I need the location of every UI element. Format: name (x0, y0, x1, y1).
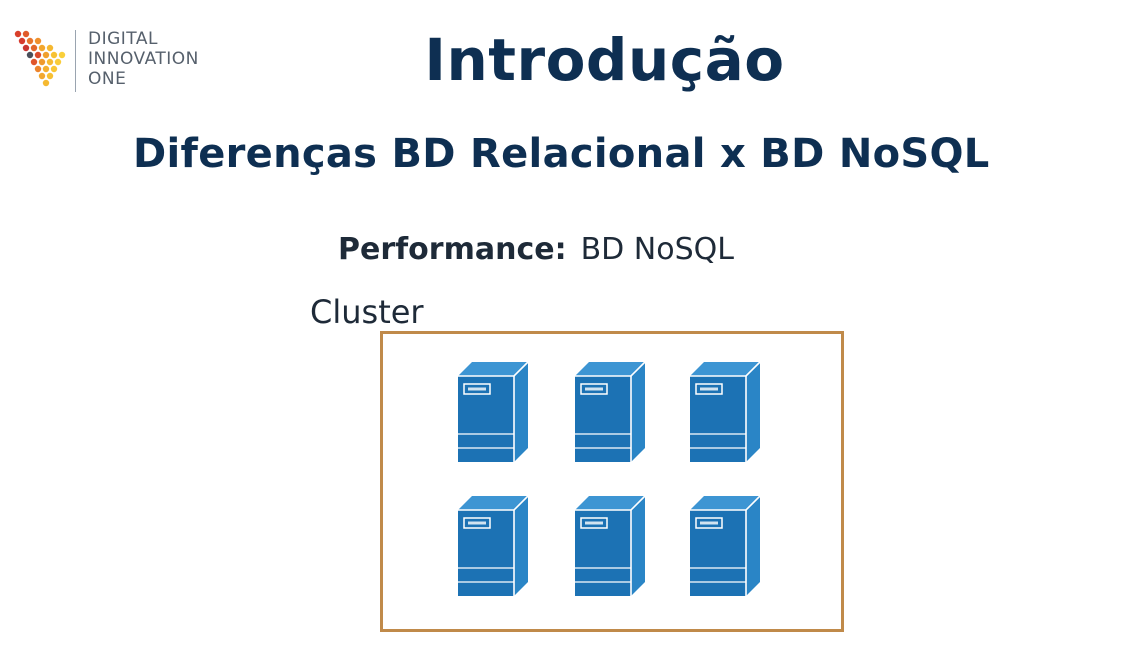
logo-wordmark: DIGITAL INNOVATION ONE (88, 29, 199, 89)
slide-title: Introdução (424, 26, 785, 94)
performance-value: BD NoSQL (580, 232, 734, 267)
server-tower-icon (690, 495, 761, 596)
logo-line-1: DIGITAL (88, 29, 158, 49)
server-tower-icon (575, 495, 646, 596)
performance-label: Performance: (338, 232, 567, 267)
cluster-box (380, 331, 844, 632)
slide-subtitle: Diferenças BD Relacional x BD NoSQL (133, 131, 990, 177)
server-tower-icon (458, 361, 529, 462)
logo-divider (75, 30, 76, 92)
logo-line-3: ONE (88, 69, 127, 89)
server-tower-icon (690, 361, 761, 462)
logo-line-2: INNOVATION (88, 49, 199, 69)
performance-line: Performance: BD NoSQL (338, 228, 734, 272)
cluster-label: Cluster (310, 293, 424, 331)
logo-icon (14, 30, 66, 87)
server-tower-icon (458, 495, 529, 596)
server-tower-icon (575, 361, 646, 462)
logo: DIGITAL INNOVATION ONE (14, 26, 234, 98)
